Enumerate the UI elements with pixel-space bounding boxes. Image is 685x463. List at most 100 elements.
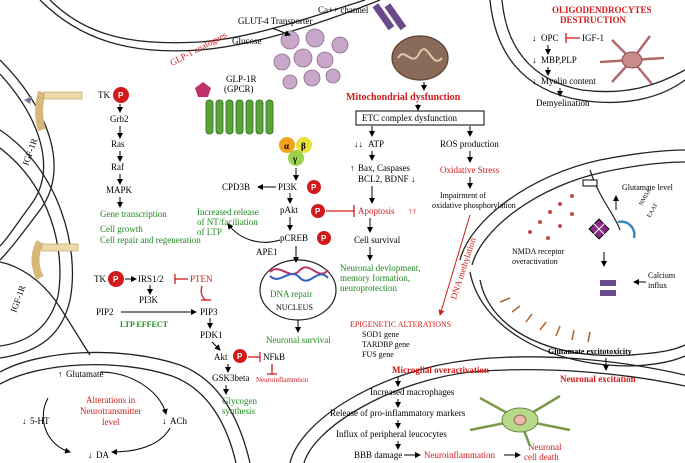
nmda-label-2: overactivation (512, 257, 558, 266)
glutamate-level-label: Glutamate level (622, 183, 674, 192)
alpha-label: α (284, 141, 289, 151)
loop-membrane-outer (0, 351, 251, 463)
nfkb-label: NFkB (263, 352, 285, 362)
neuronal-dev-2: memory formation, (340, 273, 410, 283)
ros-label: ROS production (440, 139, 499, 149)
ape1-label: APE1 (256, 247, 278, 257)
synapse-terminal (589, 169, 621, 231)
nmda-membrane-outer (459, 149, 685, 261)
myelin-label: Myelin content (541, 76, 596, 86)
neuroinflammation-label: Neuroinflammation (424, 450, 495, 460)
impairment-2: oxidative phosphorylation (432, 201, 516, 210)
svg-text:↓: ↓ (162, 416, 167, 426)
synaptic-ticks (499, 297, 591, 343)
beta-label: β (301, 141, 306, 151)
loop-arrow-left (42, 397, 71, 454)
loop-arrow-right (99, 371, 168, 415)
bax-label: Bax, Caspases (358, 163, 410, 173)
nmda-receptor-icon (588, 218, 610, 240)
neuron-membrane-left2-inner (0, 147, 61, 347)
gene-transcription-label: Gene transcription (100, 209, 167, 219)
dna-methylation-arrow (438, 214, 471, 316)
pi3k-top-label: PI3K (278, 182, 298, 192)
neuron-membrane-top-inner (49, 0, 366, 44)
increased-release-3: of LTP (197, 227, 222, 237)
fus-label: FUS gene (362, 350, 394, 359)
eaat-small-label: EAAT (647, 202, 660, 219)
opc-label: OPC (541, 33, 559, 43)
igf1r-top-label: IGF-1R (20, 137, 39, 167)
calcium-channel-icon (600, 280, 616, 286)
svg-text:↓: ↓ (532, 55, 537, 65)
irs12-label: IRS1/2 (138, 274, 164, 284)
release-markers-label: Release of pro-inflammatory markers (330, 408, 466, 418)
neuron-membrane-top-outer (39, 0, 381, 52)
tk1-label: TK (98, 90, 110, 100)
pten-label: PTEN (190, 274, 213, 284)
nucleus-label: NUCLEUS (276, 303, 313, 312)
svg-text:↓↓: ↓↓ (354, 139, 363, 149)
p-pcreb: P (321, 234, 327, 243)
pip3-label: PIP3 (200, 307, 218, 317)
p-apoptosis: P (315, 207, 321, 216)
alterations-1: Alterations in (86, 395, 136, 405)
apoptosis-label: Apoptosis (358, 206, 395, 216)
svg-text:↑: ↑ (350, 163, 355, 173)
ltp-effect-label: LTP EFFECT (120, 320, 169, 329)
p-akt: P (237, 352, 243, 361)
neuronal-dev-3: neuroprotection (340, 283, 397, 293)
etc-box (355, 110, 485, 126)
bbb-label: BBB damage (354, 450, 402, 460)
grb2-label: Grb2 (110, 114, 129, 124)
mapk-label: MAPK (106, 185, 133, 195)
dna-methylation-label: DNA methylation (448, 236, 478, 301)
epigenetic-label: EPIGENETIC ALTERATIONS (350, 320, 451, 329)
microglia-icon (469, 394, 571, 447)
phospho-akt (233, 349, 247, 363)
glut4-arrow (271, 27, 291, 36)
ca-channel-left (372, 3, 395, 31)
svg-text:↓: ↓ (411, 174, 416, 184)
oligo-title: OLIGODENDROCYTES (552, 5, 652, 15)
glut4-label: GLUT-4 Transporter (238, 16, 312, 26)
glucose-label: Glucose (232, 36, 262, 46)
igf1r-bottom-label: IGF-1R (8, 284, 27, 314)
nmda-membrane-inner (471, 161, 685, 266)
increased-release-1: Increased release (197, 207, 259, 217)
glp1-analogue-icon (195, 82, 211, 97)
akt-label: Akt (214, 352, 228, 362)
calcium-1: Calcium (648, 271, 676, 280)
mito-dysfunction-label: Mitochondrial dysfunction (346, 92, 461, 103)
pakt-label: pAkt (280, 205, 298, 215)
ca-channel-label: Ca++ channel (318, 5, 369, 15)
tk2-label: TK (94, 274, 106, 284)
glucose-vesicles (273, 28, 349, 90)
bcl2-label: BCL2, BDNF (358, 174, 409, 184)
eaat-transporter-icon (617, 220, 636, 239)
da-label: DA (96, 450, 109, 460)
neuronal-survival-label: Neuronal survival (266, 335, 331, 345)
pcreb-label: pCREB (280, 233, 308, 243)
loop-membrane-inner (0, 364, 237, 463)
neuron-membrane-left-inner (0, 73, 45, 247)
neuronal-death-1: Neuronal (528, 442, 562, 452)
igf1r-bottom-receptor-icon (31, 240, 79, 280)
svg-text:↓: ↓ (532, 33, 537, 43)
svg-text:↓: ↓ (88, 450, 93, 460)
glp1r-receptor-icon (205, 99, 274, 135)
cell-growth-label: Cell growth (100, 224, 143, 234)
glutamate-loop-label: Glutamate (66, 369, 104, 379)
oligo-membrane-outer (489, 0, 685, 104)
arrow-pdk1-akt (211, 341, 221, 351)
phospho-tk1 (113, 87, 129, 103)
cell-survival-label: Cell survival (354, 235, 401, 245)
pip2-label: PIP2 (96, 307, 114, 317)
macrophages-label: Increased macrophages (370, 387, 455, 397)
microglia-membrane-outer (289, 356, 685, 463)
dna-icon (269, 266, 329, 275)
glp1-analogues-label: GLP-1 analogues (168, 29, 229, 68)
svg-text:↓: ↓ (532, 76, 537, 86)
svg-text:↓: ↓ (22, 416, 27, 426)
cell-repair-label: Cell repair and regeneration (100, 235, 201, 245)
nmda-membrane-lower-outer (469, 271, 685, 367)
